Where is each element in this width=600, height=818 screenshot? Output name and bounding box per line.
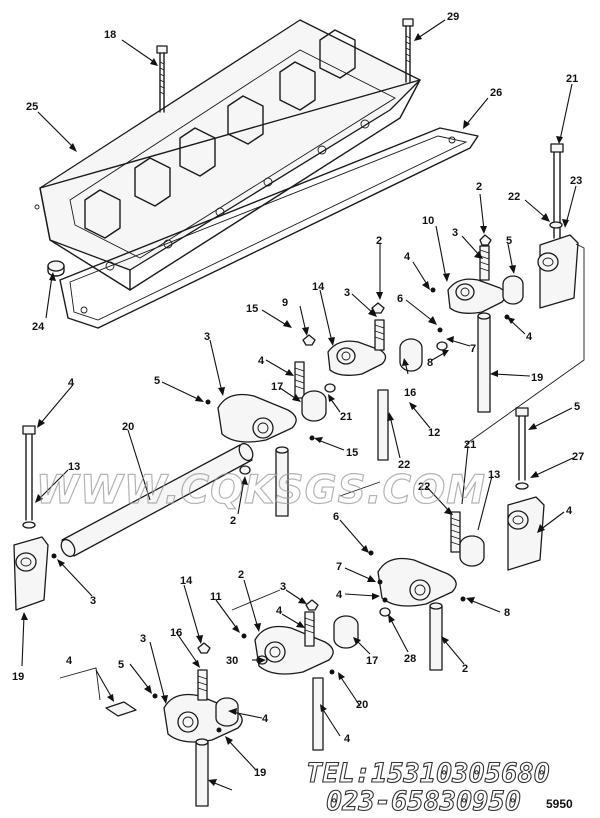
callout-6: 7 [336, 561, 342, 573]
callout-19: 19 [531, 372, 543, 384]
rocker-arm-11 [105, 642, 243, 807]
callout-8: 28 [404, 653, 416, 665]
callout-25: 25 [26, 101, 38, 113]
callout-3: 16 [170, 627, 182, 639]
callout-2: 2 [476, 181, 482, 193]
rocker-arm-10 [430, 234, 524, 413]
contact-fax: 023-65830950 [326, 786, 521, 817]
pedestal-27 [507, 407, 545, 571]
rocker-arm-14-lower [241, 599, 359, 751]
callout-16: 16 [404, 387, 416, 399]
callout-16: 17 [366, 655, 378, 667]
callout-18: 18 [104, 29, 116, 41]
callout-4: 5 [118, 659, 124, 671]
leader-lines [21, 19, 577, 791]
callout-30: 4 [66, 655, 73, 667]
callout-26: 26 [490, 87, 502, 99]
callout-4: 19 [254, 767, 266, 779]
callout-15: 12 [428, 427, 440, 439]
callout-11: 3 [140, 633, 146, 645]
watermark-text: WWW.CQKSGS.COM [36, 468, 486, 513]
callout-5: 5 [506, 235, 512, 247]
rocker-housing [34, 19, 421, 291]
callout-17: 30 [226, 655, 238, 667]
callout-22: 13 [68, 461, 80, 473]
callout-8: 8 [427, 357, 433, 369]
callout-2: 3 [280, 581, 286, 593]
callout-5: 13 [488, 469, 500, 481]
callout-21: 21 [566, 73, 578, 85]
callout-7: 4 [336, 589, 343, 601]
rocker-shaft-12 [60, 442, 254, 558]
guide-lines [59, 243, 585, 701]
callout-15: 15 [246, 303, 258, 315]
pedestal-23 [537, 143, 579, 309]
callout-4: 6 [333, 511, 339, 523]
callout-5: 17 [271, 381, 283, 393]
callout-10: 10 [422, 215, 434, 227]
callout-28: 19 [12, 671, 24, 683]
callout-3: 22 [418, 481, 430, 493]
callout-12: 20 [122, 421, 134, 433]
callout-3: 3 [452, 227, 458, 239]
callout-4: 11 [210, 591, 222, 603]
callout-4: 4 [404, 251, 411, 263]
callout-27: 4 [566, 505, 573, 517]
callout-14: 2 [238, 569, 244, 581]
callout-21: 4 [68, 377, 75, 389]
callout-21: 5 [574, 401, 580, 413]
callout-2: 9 [282, 297, 288, 309]
housing-gasket [59, 127, 479, 329]
callout-13: 2 [230, 515, 236, 527]
callout-23: 23 [570, 175, 582, 187]
callout-6: 6 [397, 293, 403, 305]
callout-labels: 18 29 25 26 21 22 23 24 10 2 3 5 4 6 7 4… [12, 11, 584, 779]
callout-22: 27 [572, 451, 584, 463]
callout-4: 4 [526, 331, 533, 343]
callout-24: 24 [32, 321, 45, 333]
plug-24 [47, 260, 65, 277]
callout-29: 29 [447, 11, 459, 23]
callout-3: 4 [258, 355, 265, 367]
callout-17: 21 [340, 411, 352, 423]
callout-3: 3 [344, 287, 350, 299]
callout-22: 22 [508, 191, 520, 203]
callout-2: 21 [464, 439, 476, 451]
callout-20: 22 [398, 459, 410, 471]
figure-number: 5950 [546, 797, 573, 811]
callout-19: 2 [462, 663, 468, 675]
bolt-18 [156, 45, 168, 113]
callout-4: 8 [504, 607, 510, 619]
rocker-arm-lower-right [368, 511, 485, 671]
callout-2: 14 [180, 575, 193, 587]
callout-9: 3 [204, 331, 210, 343]
pedestal-28 [13, 425, 57, 611]
contact-phone: TEL:15310305680 [306, 758, 550, 789]
rocker-arm-14-upper [324, 302, 423, 461]
rocker-arm-9 [205, 334, 327, 517]
bolt-29 [402, 18, 414, 83]
callout-14: 14 [312, 281, 325, 293]
callout-4: 5 [154, 375, 160, 387]
callout-4: 20 [356, 699, 368, 711]
callout-13: 3 [90, 595, 96, 607]
callout-4: 15 [346, 447, 358, 459]
callout-20: 4 [344, 733, 351, 745]
callout-3: 4 [276, 605, 283, 617]
callout-7: 7 [470, 343, 476, 355]
callout-5: 4 [262, 713, 269, 725]
callout-2: 2 [376, 235, 382, 247]
